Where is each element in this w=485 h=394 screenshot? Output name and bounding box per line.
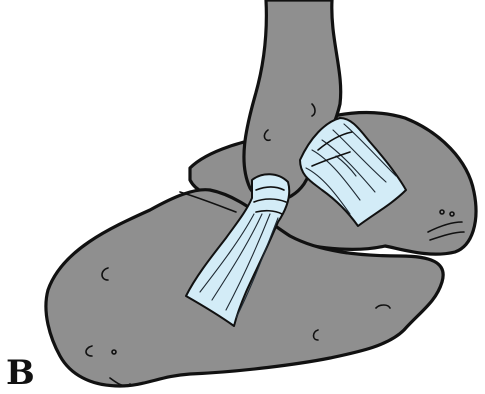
panel-label: B xyxy=(6,353,35,393)
